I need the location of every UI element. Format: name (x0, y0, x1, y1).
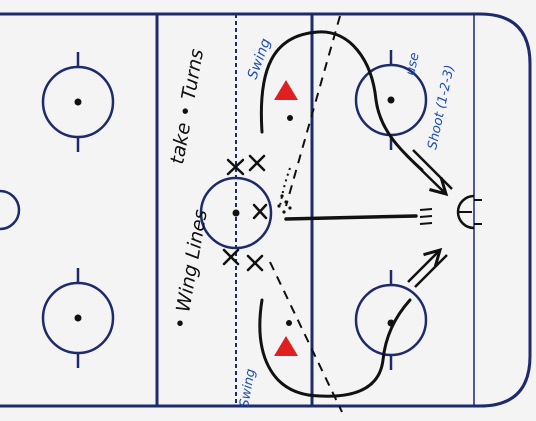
rush-line (284, 214, 418, 221)
swing-path-top (259, 30, 424, 172)
note-use: use (403, 51, 422, 77)
goal-crease-icon (456, 194, 482, 230)
cone-icon-bottom (274, 336, 298, 356)
faceoff-circle-top-left (41, 52, 115, 152)
note-swing-bottom: Swing (237, 368, 259, 409)
center-circle (199, 176, 273, 250)
rink-boards (0, 12, 532, 408)
pass-line-top (285, 15, 341, 207)
stop-mark (419, 208, 433, 225)
swing-path-bottom (258, 298, 412, 398)
faceoff-circle-bottom-right (354, 270, 428, 370)
neutral-dot-bottom (286, 320, 292, 326)
pass-line-bottom (269, 261, 343, 413)
left-zone-circle-partial (0, 189, 21, 231)
cone-icon-top (274, 80, 298, 100)
faceoff-circle-bottom-left (41, 268, 115, 368)
puck-dots (277, 194, 292, 214)
shot-arrow-bottom-icon (407, 247, 448, 288)
player-marks-top (226, 154, 268, 220)
player-marks-bottom (222, 248, 264, 272)
neutral-dot-top (287, 115, 293, 121)
shot-arrow-top-icon (405, 149, 453, 197)
puck-trail (279, 167, 291, 207)
